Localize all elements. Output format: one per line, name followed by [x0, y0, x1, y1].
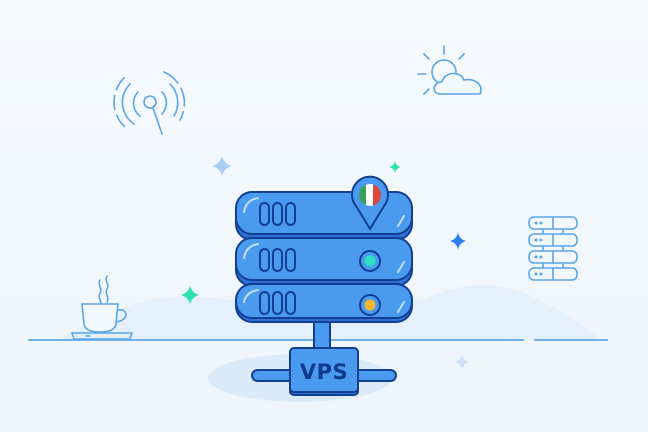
sun-cloud-icon — [417, 45, 482, 95]
italy-flag-icon — [359, 184, 381, 206]
sparkle-icon — [181, 156, 469, 370]
vps-label: VPS — [299, 360, 349, 384]
location-pin-icon — [351, 175, 389, 231]
server-unit-2 — [235, 237, 413, 287]
server-rack-icon — [528, 216, 578, 281]
antenna-signal-icon — [113, 71, 186, 135]
server-stack — [235, 191, 413, 323]
coffee-cup-icon — [70, 275, 134, 340]
vps-box — [289, 347, 359, 396]
server-unit-3 — [235, 283, 413, 323]
network-connector — [251, 317, 397, 382]
